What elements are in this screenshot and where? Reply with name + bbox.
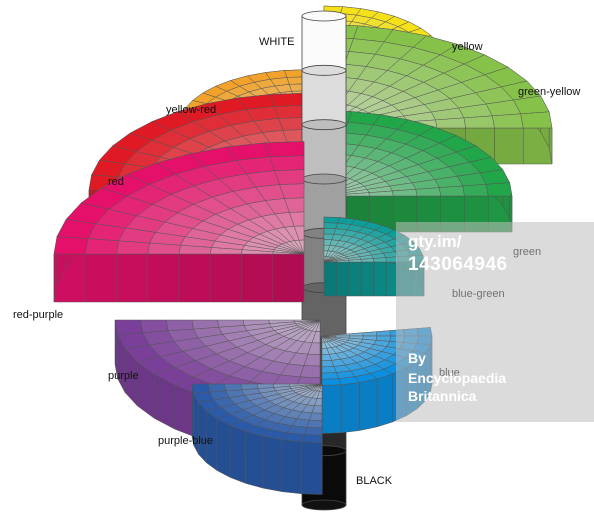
- watermark-credit-publisher: Encyclopaedia: [408, 370, 507, 386]
- wedge-cell-blue: [348, 332, 364, 337]
- label-white: WHITE: [259, 36, 295, 48]
- wedge-side-blue-green: [361, 261, 375, 297]
- wedge-side-green-yellow: [494, 127, 524, 165]
- wedge-cell-blue-green: [323, 216, 340, 224]
- wedge-cell-green-yellow: [492, 113, 524, 129]
- wedge-cell-purple-blue: [303, 427, 323, 436]
- watermark-credit-by: By: [408, 350, 426, 366]
- wedge-cell-purple: [191, 319, 220, 330]
- watermark-credit-publisher-2: Britannica: [408, 388, 477, 404]
- wedge-cell-blue: [321, 360, 335, 368]
- label-yellow: yellow: [452, 41, 483, 53]
- wedge-cell-blue: [362, 331, 378, 337]
- wedge-side-blue-green: [336, 261, 350, 297]
- wedge-cell-red: [278, 117, 305, 131]
- wedge-side-red-purple: [272, 253, 305, 303]
- label-green-yellow: green-yellow: [518, 86, 581, 98]
- wedge-side-red-purple: [241, 253, 273, 303]
- wedge-cell-green-yellow: [520, 111, 553, 129]
- axis-segment-top: [301, 10, 347, 22]
- wedge-cell-blue: [321, 372, 340, 380]
- wedge-outer-blue: [321, 384, 342, 434]
- wedge-side-blue-green: [373, 261, 387, 297]
- wedge-cell-red: [274, 105, 305, 119]
- wedge-cell-blue: [375, 330, 392, 337]
- wedge-outer-blue: [359, 378, 378, 431]
- wedge-outer-blue: [340, 382, 360, 434]
- wedge-cell-blue-green: [373, 257, 387, 263]
- axis-segment-top: [301, 64, 347, 76]
- label-purple: purple: [108, 370, 139, 382]
- wedge-outer-purple-blue: [198, 401, 207, 464]
- wedge-side-blue-green: [348, 261, 362, 297]
- label-red-purple: red-purple: [13, 309, 64, 321]
- hue-wedge-purple-blue: [191, 383, 323, 495]
- wedge-outer-purple-blue: [262, 435, 283, 492]
- wedge-cell-green: [462, 184, 489, 197]
- wedge-cell-green: [485, 182, 513, 197]
- wedge-side-red-purple: [210, 253, 242, 303]
- label-yellow-red: yellow-red: [166, 104, 217, 116]
- wedge-cell-blue-green: [323, 222, 339, 229]
- wedge-cell-purple-blue: [301, 434, 323, 443]
- wedge-cell-green-yellow: [435, 117, 467, 129]
- wedge-cell-red-purple: [84, 238, 120, 255]
- watermark-site: gty.im/: [408, 232, 462, 251]
- wedge-side-red-purple: [116, 253, 148, 303]
- wedge-side-red-purple: [178, 253, 211, 303]
- wedge-outer-purple-blue: [229, 425, 246, 484]
- label-black: BLACK: [356, 475, 393, 487]
- wedge-cell-yellow-red: [286, 76, 305, 85]
- wedge-side-red-purple: [85, 253, 117, 303]
- label-red: red: [108, 176, 124, 188]
- axis-segment-top: [301, 173, 347, 185]
- wedge-side-red-purple: [147, 253, 180, 303]
- wedge-cell-purple-blue: [240, 383, 259, 390]
- wedge-cell-purple: [114, 319, 144, 335]
- wedge-cell-purple: [165, 319, 194, 332]
- label-purple-blue: purple-blue: [158, 435, 214, 447]
- wedge-cell-red-purple: [269, 155, 305, 171]
- wedge-cell-blue: [321, 378, 342, 386]
- wedge-cell-green: [415, 187, 442, 197]
- axis-segment: [301, 15, 347, 71]
- wedge-outer-purple-blue: [245, 430, 264, 489]
- axis-bottom-cap: [301, 499, 347, 511]
- wedge-side-blue-green: [323, 261, 337, 297]
- watermark-overlay: gty.im/ 143064946 By Encyclopaedia Brita…: [396, 222, 594, 422]
- wedge-cell-green-yellow: [463, 115, 495, 129]
- wedge-cell-purple-blue: [207, 383, 226, 393]
- wedge-cell-blue-green: [360, 258, 375, 263]
- wedge-outer-blue: [376, 373, 393, 428]
- axis-segment: [301, 124, 347, 180]
- axis-segment: [301, 69, 347, 126]
- wedge-cell-purple-blue: [191, 383, 210, 394]
- wedge-outer-purple-blue: [301, 441, 323, 495]
- wedge-outer-purple-blue: [216, 417, 231, 478]
- wedge-cell-yellow-red: [284, 69, 305, 78]
- wedge-cell-red-purple: [53, 236, 89, 255]
- wedge-cell-purple: [140, 319, 169, 333]
- wedge-cell-red: [270, 92, 305, 107]
- watermark-id: 143064946: [408, 254, 508, 275]
- wedge-cell-red-purple: [264, 141, 305, 158]
- wedge-cell-red-purple: [274, 169, 305, 185]
- axis-segment-top: [301, 119, 347, 131]
- hue-wedge-red-purple: [53, 141, 305, 303]
- wedge-cell-green: [438, 185, 465, 197]
- wedge-cell-purple-blue: [224, 383, 243, 392]
- wedge-cell-blue: [321, 366, 337, 374]
- wedge-outer-purple-blue: [281, 439, 302, 495]
